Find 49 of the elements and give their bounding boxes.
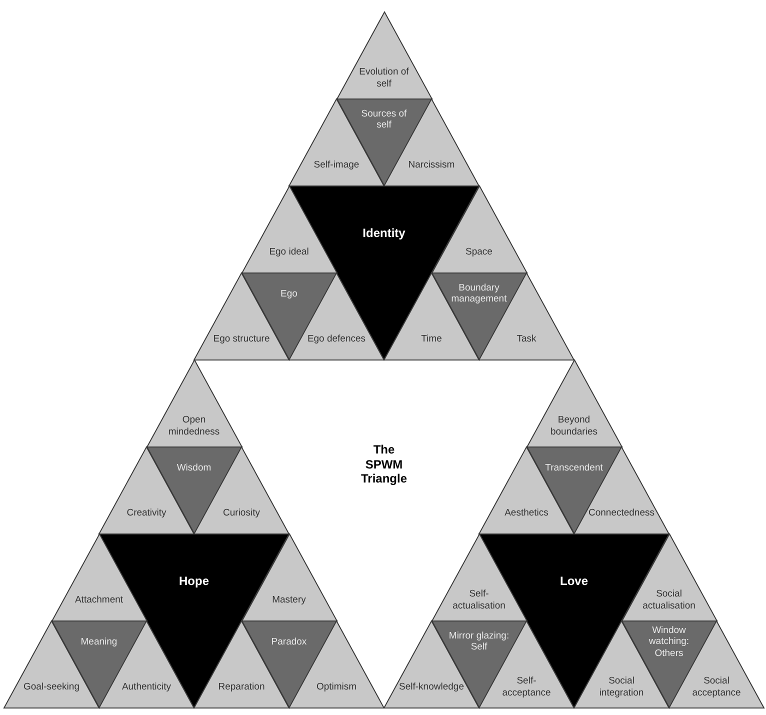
tile-label: Task bbox=[516, 333, 538, 345]
tile-label: Social acceptance bbox=[691, 676, 742, 698]
triangle-tile bbox=[336, 12, 432, 99]
tile-label: Ego structure bbox=[212, 333, 271, 345]
tile-label: Goal-seeking bbox=[22, 681, 80, 693]
tile-label: Beyond boundaries bbox=[549, 414, 598, 438]
tile-label: Optimism bbox=[315, 681, 358, 693]
tile-label: Narcissism bbox=[407, 159, 456, 171]
tile-label: Social actualisation bbox=[642, 588, 696, 612]
tile-label: Open mindedness bbox=[167, 414, 221, 438]
triangle-tile bbox=[432, 186, 526, 273]
tile-label: Authenticity bbox=[120, 681, 172, 693]
tile-label: Sources of self bbox=[360, 108, 408, 132]
triangle-tile bbox=[242, 186, 336, 273]
tile-label: Reparation bbox=[217, 681, 266, 693]
tile-label: Mastery bbox=[271, 594, 307, 606]
tile-label: Ego bbox=[280, 288, 298, 300]
tile-label: Wisdom bbox=[176, 462, 212, 474]
tile-label: Creativity bbox=[126, 507, 168, 519]
tile-label: Curiosity bbox=[222, 507, 261, 519]
tile-label: Evolution of self bbox=[358, 66, 410, 90]
triangle-tile bbox=[526, 360, 622, 447]
triangle-tile bbox=[432, 534, 526, 621]
tile-label: Ego defences bbox=[306, 333, 367, 345]
tile-label: Social integration bbox=[598, 676, 645, 698]
tile-label: Connectedness bbox=[588, 507, 655, 519]
tile-label: Aesthetics bbox=[504, 507, 550, 519]
triangle-tile bbox=[52, 534, 146, 621]
tile-label: Meaning bbox=[80, 636, 118, 648]
tile-label: Self-acceptance bbox=[501, 676, 552, 698]
tile-label: Space bbox=[464, 246, 494, 258]
tile-label: Self-image bbox=[312, 159, 360, 171]
tile-label: Window watching: Others bbox=[648, 624, 690, 659]
tile-label: Self-knowledge bbox=[398, 681, 465, 693]
triangle-tile bbox=[242, 534, 336, 621]
triangle-tile bbox=[146, 360, 242, 447]
tile-label: The SPWM Triangle bbox=[360, 442, 408, 486]
tile-label: Paradox bbox=[270, 636, 308, 648]
tile-label: Attachment bbox=[74, 594, 124, 606]
tile-label: Love bbox=[558, 574, 589, 588]
tile-label: Ego ideal bbox=[268, 246, 310, 258]
tile-label: Boundary management bbox=[450, 282, 508, 306]
tile-label: Time bbox=[420, 333, 443, 345]
triangle-tile bbox=[622, 534, 716, 621]
tile-label: Transcendent bbox=[544, 462, 604, 474]
tile-label: Self-actualisation bbox=[452, 588, 506, 612]
tile-label: Identity bbox=[362, 226, 406, 240]
tile-label: Hope bbox=[178, 574, 210, 588]
tile-label: Mirror glazing: Self bbox=[448, 630, 510, 654]
